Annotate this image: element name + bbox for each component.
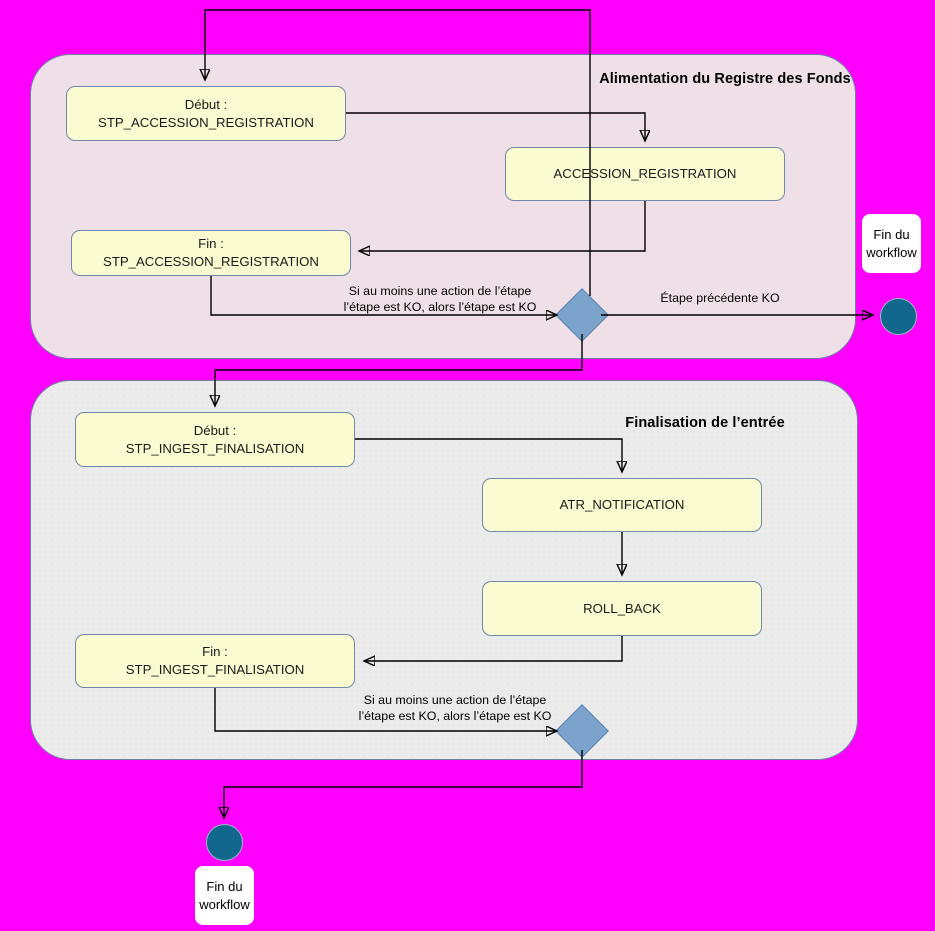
edge-label-etape-precedente-ko: Étape précédente KO bbox=[660, 291, 780, 305]
node-debut-stp-accession-registration[interactable]: Début : STP_ACCESSION_REGISTRATION bbox=[66, 86, 346, 141]
panel-title-finalisation-de-l-entree: Finalisation de l’entrée bbox=[625, 415, 785, 431]
edge-label-ko-condition-finalisation: Si au moins une action de l’étape l’étap… bbox=[358, 693, 552, 723]
panel-title-alimentation-registre-des-fonds: Alimentation du Registre des Fonds bbox=[599, 71, 851, 87]
end-state-circle-bottom[interactable] bbox=[206, 824, 243, 861]
end-workflow-label-top: Fin du workflow bbox=[862, 214, 921, 273]
node-roll-back[interactable]: ROLL_BACK bbox=[482, 581, 762, 636]
edge-label-ko-condition-accession: Si au moins une action de l’étape l’étap… bbox=[343, 284, 537, 314]
end-state-circle-top[interactable] bbox=[880, 298, 917, 335]
wire-diamond-to-end-circle-bottom bbox=[224, 750, 583, 817]
node-accession-registration[interactable]: ACCESSION_REGISTRATION bbox=[505, 147, 785, 201]
node-debut-stp-ingest-finalisation[interactable]: Début : STP_INGEST_FINALISATION bbox=[75, 412, 355, 467]
node-fin-stp-accession-registration[interactable]: Fin : STP_ACCESSION_REGISTRATION bbox=[71, 230, 351, 276]
node-fin-stp-ingest-finalisation[interactable]: Fin : STP_INGEST_FINALISATION bbox=[75, 634, 355, 688]
end-workflow-label-bottom: Fin du workflow bbox=[195, 866, 254, 925]
node-atr-notification[interactable]: ATR_NOTIFICATION bbox=[482, 478, 762, 532]
